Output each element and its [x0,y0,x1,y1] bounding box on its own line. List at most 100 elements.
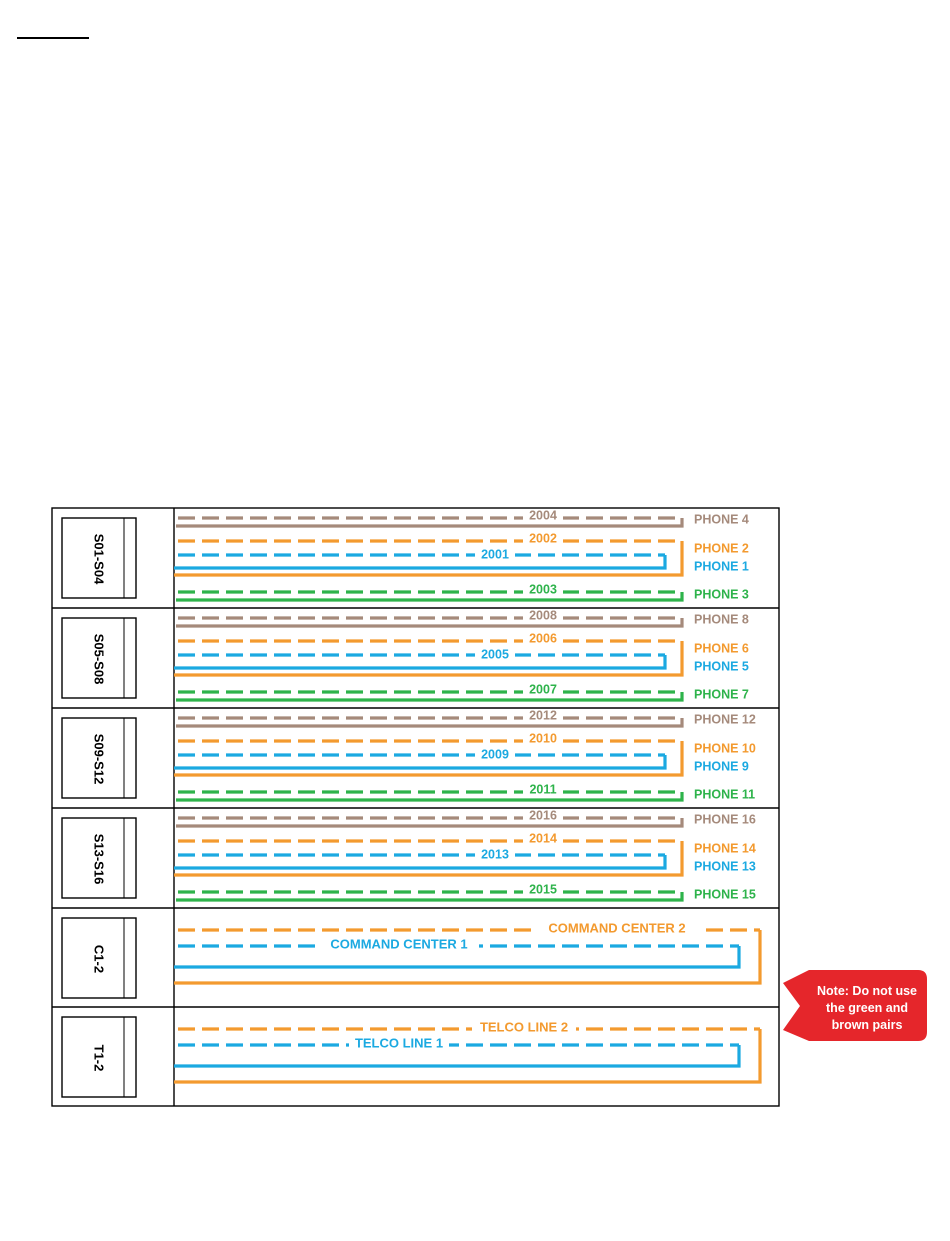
port-label-bg [523,583,563,597]
wire-label: 2010 [529,731,557,745]
block-wires-2 [174,616,684,702]
block-label-2: S05-S08 [61,617,137,699]
port-label-bg [475,748,515,762]
trunk-label-bg [349,1037,449,1053]
brown-pair-solid [176,518,684,528]
wire-label: 2013 [481,847,509,861]
green-pair-solid [176,892,684,902]
wire-label: 2011 [529,782,556,796]
wire-label: PHONE 8 [694,612,749,626]
green-pair-solid [176,692,684,702]
wire-label: PHONE 16 [694,812,756,826]
port-label-bg [475,848,515,862]
port-label-bg [523,509,563,523]
blue-pair-solid [174,755,667,770]
wire-label: 2003 [529,582,557,596]
port-label-bg [523,632,563,646]
port-label-bg [523,609,563,623]
blue-pair-solid [174,655,667,670]
wire-label: COMMAND CENTER 2 [548,920,685,935]
trunk-label-bg [319,938,479,954]
block-label-box [61,717,137,799]
note-shape [783,970,927,1041]
block-label-3: S09-S12 [61,717,137,799]
block-label-text: S05-S08 [92,634,107,685]
orange-pair-solid [174,541,684,577]
block-label-6: T1-2 [61,1016,137,1098]
wire-label: PHONE 10 [694,741,756,755]
diagram-frame [51,507,780,1107]
blue-pair-solid [174,946,741,969]
port-label-bg [523,883,563,897]
trunk-wires-2 [174,1027,762,1084]
block-wires-1 [174,516,684,602]
top-rule [17,37,89,39]
port-label-bg [523,683,563,697]
port-label-bg [523,809,563,823]
wire-label: PHONE 9 [694,759,749,773]
block-label-box [61,917,137,999]
blue-pair-solid [174,1045,741,1068]
blue-pair-solid [174,555,667,570]
blue-pair-solid [174,855,667,870]
block-wires-3 [174,716,684,802]
wire-label: 2007 [529,682,557,696]
block-label-text: S01-S04 [92,534,107,585]
brown-pair-solid [176,618,684,628]
block-label-box [61,817,137,899]
port-label-bg [523,783,563,797]
orange-pair-solid [174,1029,762,1084]
block-label-5: C1-2 [61,917,137,999]
wire-label: PHONE 4 [694,512,749,526]
orange-pair-solid [174,741,684,777]
port-label-bg [523,709,563,723]
wire-label: PHONE 7 [694,687,749,701]
brown-pair-solid [176,818,684,828]
trunk-label-bg [535,922,699,938]
wire-label: 2009 [481,747,509,761]
wire-label: PHONE 13 [694,859,756,873]
note-callout: Note: Do not use the green and brown pai… [783,970,927,1041]
wire-label: 2014 [529,831,557,845]
block-label-text: C1-2 [92,945,107,973]
orange-pair-solid [174,930,762,985]
block-label-box [61,1016,137,1098]
port-label-bg [475,548,515,562]
wire-label: 2006 [529,631,557,645]
wire-label: PHONE 11 [694,787,755,801]
block-label-4: S13-S16 [61,817,137,899]
port-label-bg [523,832,563,846]
green-pair-solid [176,592,684,602]
block-label-1: S01-S04 [61,517,137,599]
wire-label: 2016 [529,808,557,822]
port-label-bg [523,732,563,746]
block-wires-4 [174,816,684,902]
wire-label: PHONE 15 [694,887,756,901]
wire-label: PHONE 1 [694,559,749,573]
port-label-bg [523,532,563,546]
orange-pair-solid [174,641,684,677]
wire-label: 2015 [529,882,557,896]
wire-label: PHONE 12 [694,712,756,726]
wire-label: 2005 [481,647,509,661]
wire-label: 2001 [481,547,509,561]
note-line-2: the green and [826,1001,908,1015]
wire-label: TELCO LINE 1 [355,1035,443,1050]
wire-label: 2012 [529,708,557,722]
port-label-bg [475,648,515,662]
trunk-label-bg [472,1021,576,1037]
wire-label: PHONE 3 [694,587,749,601]
wire-label: 2004 [529,508,557,522]
orange-pair-solid [174,841,684,877]
wire-label: 2002 [529,531,557,545]
wire-label: PHONE 2 [694,541,749,555]
block-label-box [61,517,137,599]
block-label-text: S09-S12 [92,734,107,785]
wire-label: PHONE 5 [694,659,749,673]
brown-pair-solid [176,718,684,728]
wire-label: COMMAND CENTER 1 [330,936,467,951]
wire-label: PHONE 6 [694,641,749,655]
block-label-box [61,617,137,699]
wire-label: PHONE 14 [694,841,756,855]
